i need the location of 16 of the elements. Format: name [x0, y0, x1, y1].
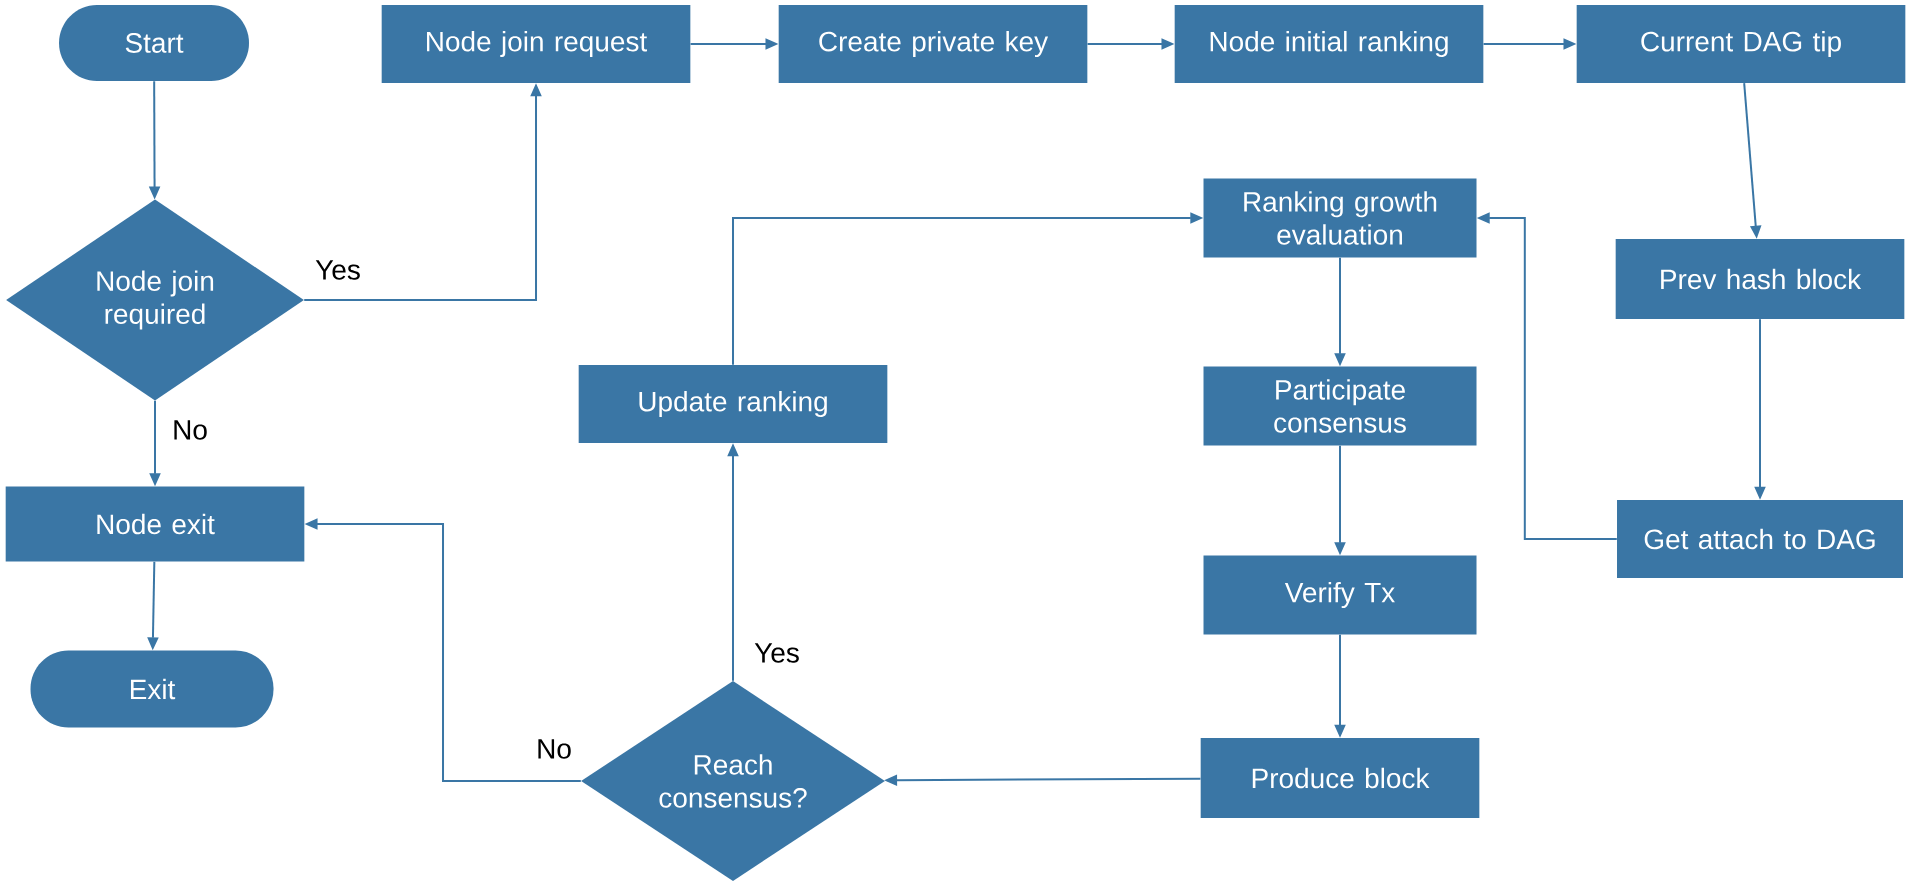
process-box: Get attach to DAG — [1617, 500, 1903, 578]
edge-label: Yes — [752, 641, 802, 665]
process-box: Node join request — [381, 5, 691, 83]
edge-label: Yes — [313, 258, 363, 282]
process-box: Current DAG tip — [1576, 5, 1906, 83]
process-box: Verify Tx — [1203, 555, 1477, 635]
edge-label: No — [170, 418, 210, 442]
process-box: Participate consensus — [1203, 366, 1477, 446]
process-box: Prev hash block — [1615, 239, 1905, 319]
process-box: Node initial ranking — [1174, 5, 1484, 83]
process-box: Produce block — [1200, 738, 1480, 818]
process-box: Update ranking — [578, 365, 888, 443]
process-box: Node exit — [5, 486, 305, 562]
process-box: Ranking growth evaluation — [1203, 178, 1477, 258]
process-box: Create private key — [778, 5, 1088, 83]
edge-label: No — [534, 737, 574, 761]
